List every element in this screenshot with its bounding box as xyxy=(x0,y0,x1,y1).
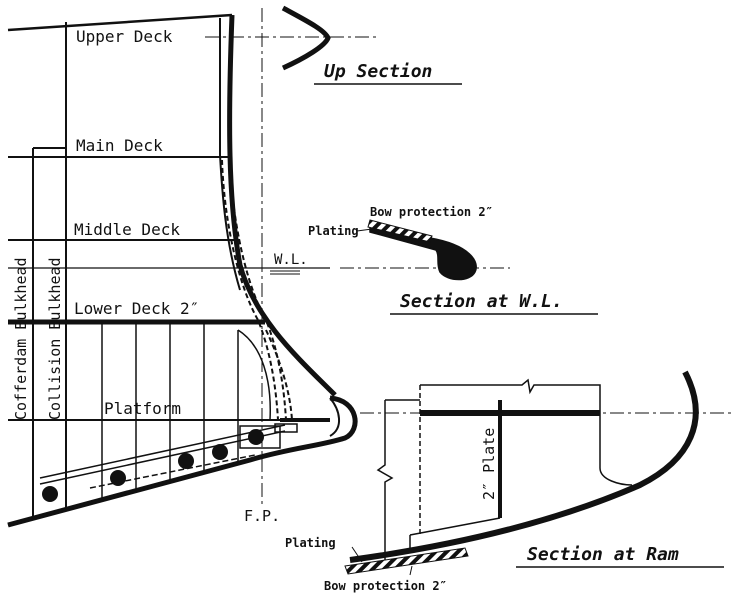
waterline-section: Bow protection 2″ Plating Section at W.L… xyxy=(308,205,598,315)
middle-deck-label: Middle Deck xyxy=(74,220,180,239)
up-section: Up Section xyxy=(281,5,462,85)
main-deck-label: Main Deck xyxy=(76,136,163,155)
cofferdam-bulkhead-label: Cofferdam Bulkhead xyxy=(12,257,30,420)
ram-hull-curve xyxy=(349,370,699,563)
stem-inner-line xyxy=(219,18,241,291)
ram-block-small xyxy=(274,423,298,433)
wl-plating-label: Plating xyxy=(308,224,359,238)
ram-inner-slope xyxy=(409,517,501,536)
stem-outline xyxy=(227,14,337,397)
ram-plating-label: Plating xyxy=(285,536,336,550)
up-section-title: Up Section xyxy=(324,61,432,82)
ram-plate-label: 2″ Plate xyxy=(480,428,498,500)
limber-hole xyxy=(212,444,228,460)
ram-bow-protection-label: Bow protection 2″ xyxy=(324,579,447,593)
ram-block xyxy=(239,425,281,449)
stem-dashed-frame-2 xyxy=(229,159,287,421)
up-section-shape xyxy=(281,5,331,71)
keel-line xyxy=(7,458,251,527)
ram-section-title: Section at Ram xyxy=(527,544,679,565)
ram-bow-leader xyxy=(409,565,413,576)
platform-label: Platform xyxy=(104,399,181,418)
wl-section-title: Section at W.L. xyxy=(400,291,563,312)
ram-section xyxy=(349,370,735,563)
wl-section-shape xyxy=(369,225,477,281)
ram-frame-left xyxy=(376,400,394,560)
stem-dashed-frame-3 xyxy=(265,329,293,421)
limber-hole xyxy=(178,453,194,469)
limber-hole xyxy=(42,486,58,502)
upper-deck-label: Upper Deck xyxy=(76,27,173,46)
ram-plating-leader xyxy=(351,546,363,563)
limber-hole xyxy=(248,429,264,445)
ram-stringer xyxy=(39,430,286,485)
waterline-label: W.L. xyxy=(274,252,308,268)
limber-hole xyxy=(110,470,126,486)
ram-bow-protection xyxy=(344,547,469,575)
collision-bulkhead-label: Collision Bulkhead xyxy=(46,257,64,420)
ram-stringer xyxy=(39,424,286,479)
ram-nose xyxy=(7,395,358,528)
ram-nose-inner xyxy=(329,397,340,437)
wl-plating-leader xyxy=(356,228,373,232)
limber-holes xyxy=(42,429,264,502)
ram-frame-outline xyxy=(420,378,633,486)
frame-curve xyxy=(237,329,271,421)
stem-dashed-frame-1 xyxy=(221,159,279,421)
wl-bow-protection-label: Bow protection 2″ xyxy=(370,205,493,219)
bow-profile xyxy=(7,8,735,528)
lower-deck-label: Lower Deck 2″ xyxy=(74,299,199,318)
fp-label: F.P. xyxy=(244,507,280,525)
wl-bow-protection xyxy=(367,219,433,243)
sheer-line xyxy=(7,13,233,32)
